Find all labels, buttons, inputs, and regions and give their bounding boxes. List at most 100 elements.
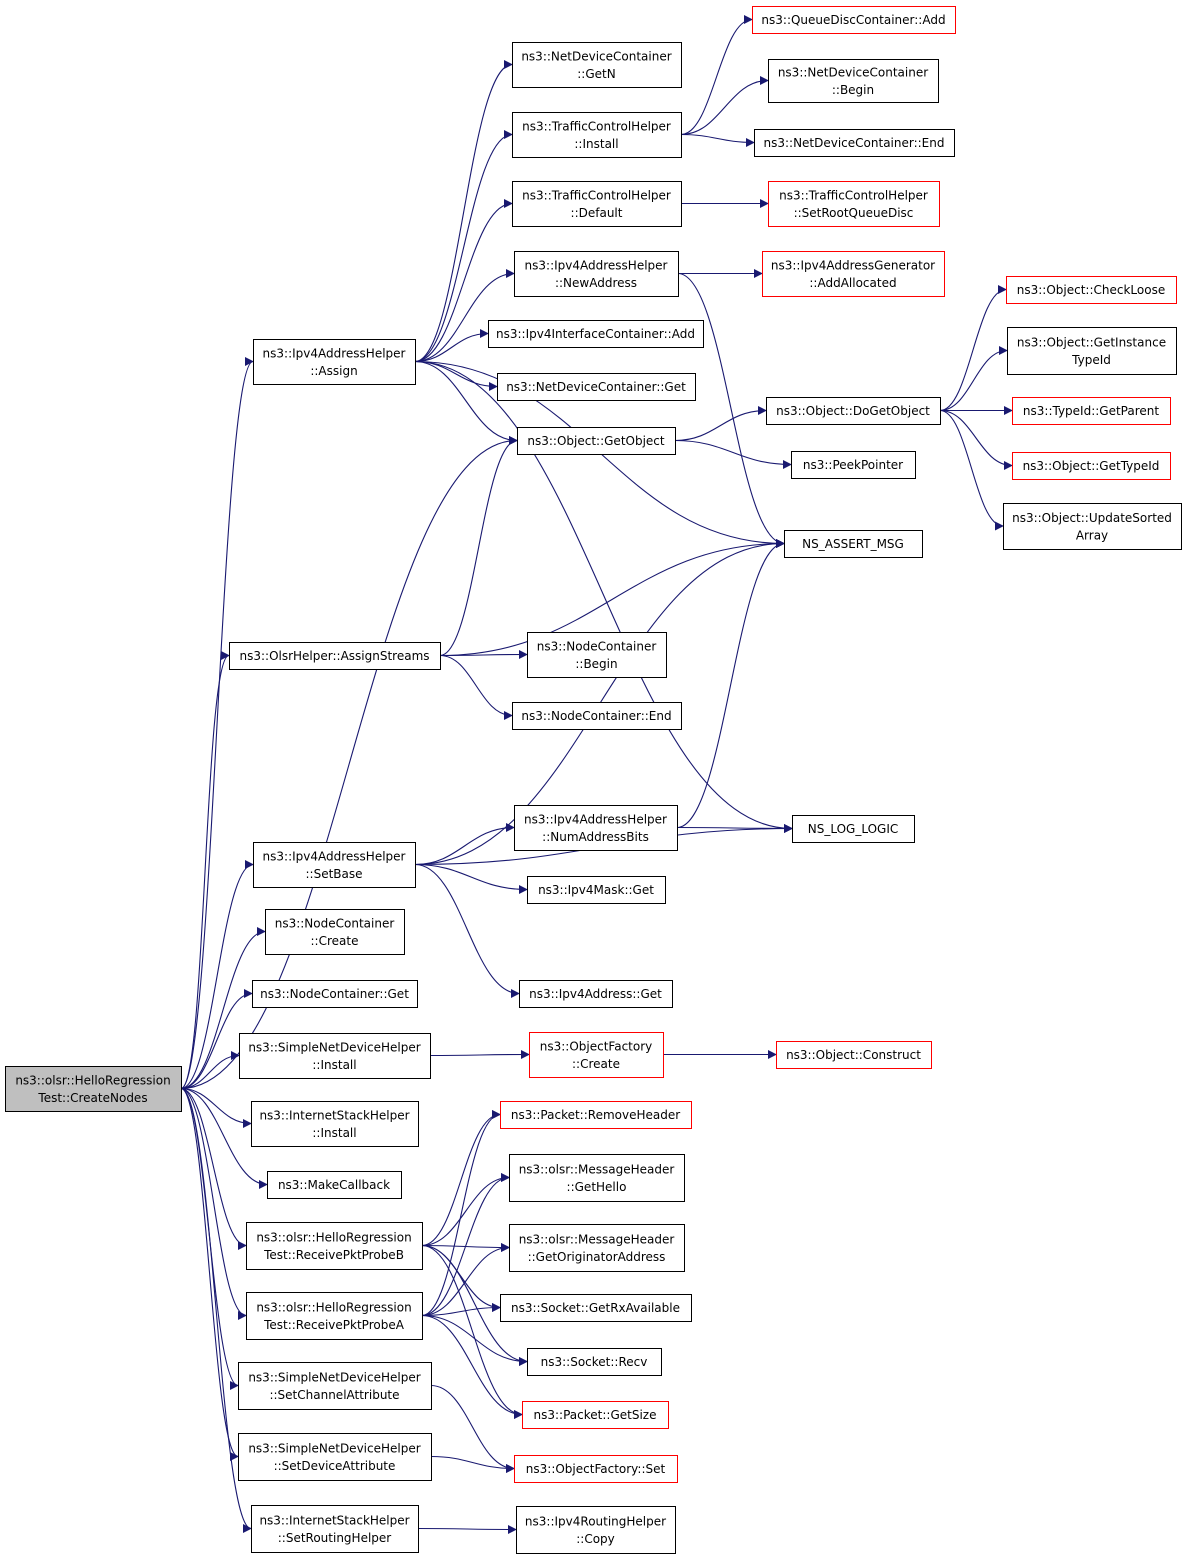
call-edge-ipv4NewAddress-to-nsAssertMsg (677, 272, 785, 548)
call-edge-root-to-inetStackInstall (180, 1087, 252, 1128)
node-box (251, 1505, 419, 1553)
function-node-msgHdrGetHello[interactable]: ns3::olsr::MessageHeader::GetHello (509, 1154, 685, 1202)
function-node-objConstruct[interactable]: ns3::Object::Construct (776, 1041, 932, 1069)
function-node-objFactorySet[interactable]: ns3::ObjectFactory::Set (514, 1455, 678, 1483)
function-node-nodeContCreate[interactable]: ns3::NodeContainer::Create (265, 909, 405, 955)
node-box (514, 251, 679, 297)
call-edge-ipv4SetBase-to-ipv4MaskGet (414, 863, 528, 894)
function-node-inetSetRouting[interactable]: ns3::InternetStackHelper::SetRoutingHelp… (251, 1505, 419, 1553)
node-label: ns3::TrafficControlHelper (522, 119, 671, 133)
node-label: ns3::Ipv4AddressHelper (525, 258, 668, 272)
function-node-recvProbeB[interactable]: ns3::olsr::HelloRegressionTest::ReceiveP… (246, 1222, 423, 1270)
function-node-netDevGet[interactable]: ns3::NetDeviceContainer::Get (497, 373, 696, 401)
function-node-simpleNetInstall[interactable]: ns3::SimpleNetDeviceHelper::Install (239, 1033, 431, 1079)
node-label: ns3::Ipv4AddressHelper (524, 812, 667, 826)
function-node-netDevGetN[interactable]: ns3::NetDeviceContainer::GetN (512, 42, 682, 88)
function-node-objDoGetObject[interactable]: ns3::Object::DoGetObject (766, 397, 941, 425)
node-label: ::Assign (310, 364, 357, 378)
node-box (522, 1401, 669, 1429)
node-label: ns3::Object::GetObject (527, 434, 665, 448)
function-node-netDevEnd[interactable]: ns3::NetDeviceContainer::End (754, 129, 955, 157)
function-node-simpleSetDeviceAttr[interactable]: ns3::SimpleNetDeviceHelper::SetDeviceAtt… (238, 1433, 432, 1481)
call-edge-simpleSetChannelAttr-to-objFactorySet (430, 1384, 515, 1473)
function-node-ipv4RoutingCopy[interactable]: ns3::Ipv4RoutingHelper::Copy (516, 1506, 676, 1554)
node-box (514, 1455, 678, 1483)
function-node-inetStackInstall[interactable]: ns3::InternetStackHelper::Install (251, 1101, 419, 1147)
node-box (500, 1294, 692, 1322)
node-label: ns3::Object::Construct (786, 1048, 921, 1062)
node-label: ns3::olsr::MessageHeader (519, 1162, 675, 1176)
function-node-ipv4AddrGet[interactable]: ns3::Ipv4Address::Get (519, 980, 673, 1008)
node-label: ns3::InternetStackHelper (259, 1108, 409, 1122)
function-node-nodeContBegin[interactable]: ns3::NodeContainer::Begin (527, 632, 667, 678)
node-label: ns3::SimpleNetDeviceHelper (248, 1370, 420, 1384)
function-node-makeCallback[interactable]: ns3::MakeCallback (267, 1171, 402, 1199)
call-edge-simpleNetInstall-to-objFactoryCreate (429, 1050, 530, 1060)
function-node-tcInstall[interactable]: ns3::TrafficControlHelper::Install (512, 112, 682, 158)
node-label: ns3::Ipv4AddressGenerator (771, 258, 935, 272)
node-box (529, 1032, 664, 1078)
function-node-pktRemoveHeader[interactable]: ns3::Packet::RemoveHeader (500, 1101, 692, 1129)
function-node-objGetObject[interactable]: ns3::Object::GetObject (517, 427, 676, 455)
node-box (267, 1171, 402, 1199)
function-node-objCheckLoose[interactable]: ns3::Object::CheckLoose (1006, 276, 1177, 304)
node-label: ns3::Socket::GetRxAvailable (511, 1301, 680, 1315)
function-node-typeIdGetParent[interactable]: ns3::TypeId::GetParent (1012, 397, 1171, 425)
function-node-recvProbeA[interactable]: ns3::olsr::HelloRegressionTest::ReceiveP… (246, 1292, 423, 1340)
function-node-objGetTypeId[interactable]: ns3::Object::GetTypeId (1012, 452, 1171, 480)
call-edge-ipv4SetBase-to-ipv4NumAddrBits (414, 823, 515, 866)
node-label: ::SetRoutingHelper (278, 1531, 392, 1545)
function-node-ipv4IfAdd[interactable]: ns3::Ipv4InterfaceContainer::Add (488, 320, 704, 348)
function-node-ipv4NumAddrBits[interactable]: ns3::Ipv4AddressHelper::NumAddressBits (514, 805, 678, 851)
node-box (527, 632, 667, 678)
function-node-ipv4SetBase[interactable]: ns3::Ipv4AddressHelper::SetBase (253, 842, 416, 888)
function-node-msgHdrGetOrig[interactable]: ns3::olsr::MessageHeader::GetOriginatorA… (509, 1224, 685, 1272)
node-label: ns3::Object::CheckLoose (1017, 283, 1165, 297)
function-node-ipv4AssignA[interactable]: ns3::Ipv4AddressHelper::Assign (253, 339, 416, 385)
function-node-tcSetRootQdisc[interactable]: ns3::TrafficControlHelper::SetRootQueueD… (768, 181, 940, 227)
call-edge-ipv4SetBase-to-ipv4AddrGet (414, 863, 520, 998)
node-label: Array (1076, 528, 1108, 542)
function-node-ipv4NewAddress[interactable]: ns3::Ipv4AddressHelper::NewAddress (514, 251, 679, 297)
function-node-simpleSetChannelAttr[interactable]: ns3::SimpleNetDeviceHelper::SetChannelAt… (238, 1362, 432, 1410)
function-node-nsAssertMsg[interactable]: NS_ASSERT_MSG (784, 530, 923, 558)
function-node-nodeContGet[interactable]: ns3::NodeContainer::Get (252, 980, 418, 1008)
function-node-sockGetRx[interactable]: ns3::Socket::GetRxAvailable (500, 1294, 692, 1322)
function-node-nsLogLogic[interactable]: NS_LOG_LOGIC (792, 815, 915, 843)
function-node-pktGetSize[interactable]: ns3::Packet::GetSize (522, 1401, 669, 1429)
function-node-objFactoryCreate[interactable]: ns3::ObjectFactory::Create (529, 1032, 664, 1078)
node-box (1012, 397, 1171, 425)
node-box (5, 1066, 182, 1112)
call-edge-tcInstall-to-qdiscAdd (680, 15, 753, 136)
node-label: ::Default (571, 206, 623, 220)
node-label: ns3::Object::GetTypeId (1023, 459, 1160, 473)
function-node-root[interactable]: ns3::olsr::HelloRegressionTest::CreateNo… (5, 1066, 182, 1112)
function-node-qdiscAdd[interactable]: ns3::QueueDiscContainer::Add (752, 6, 956, 34)
function-node-nodeContEnd[interactable]: ns3::NodeContainer::End (512, 702, 682, 730)
function-node-sockRecv[interactable]: ns3::Socket::Recv (527, 1348, 662, 1376)
call-edge-ipv4AssignA-to-ipv4IfAdd (414, 329, 489, 363)
node-label: ns3::NetDeviceContainer::End (763, 136, 944, 150)
call-edge-recvProbeA-to-sockRecv (421, 1314, 528, 1366)
call-edge-recvProbeA-to-msgHdrGetHello (421, 1173, 510, 1317)
node-label: ::Begin (575, 657, 617, 671)
node-label: ns3::Ipv4Address::Get (529, 987, 662, 1001)
function-node-olsrAssignStreams[interactable]: ns3::OlsrHelper::AssignStreams (229, 642, 441, 670)
node-label: ns3::ObjectFactory::Set (526, 1462, 666, 1476)
node-label: ::Install (312, 1126, 356, 1140)
function-node-ipv4MaskGet[interactable]: ns3::Ipv4Mask::Get (527, 876, 666, 904)
node-label: ns3::QueueDiscContainer::Add (761, 13, 945, 27)
function-node-netDevBegin[interactable]: ns3::NetDeviceContainer::Begin (768, 59, 939, 103)
node-box (253, 842, 416, 888)
node-label: ::GetHello (567, 1180, 627, 1194)
function-node-peekPointer[interactable]: ns3::PeekPointer (791, 451, 916, 479)
node-label: ::Copy (576, 1532, 615, 1546)
node-label: ns3::olsr::HelloRegression (15, 1073, 170, 1087)
call-edge-objDoGetObject-to-objCheckLoose (939, 285, 1007, 412)
function-node-tcDefault[interactable]: ns3::TrafficControlHelper::Default (512, 181, 682, 227)
function-node-ipv4GenAddAlloc[interactable]: ns3::Ipv4AddressGenerator::AddAllocated (762, 251, 945, 297)
call-edge-root-to-ipv4AssignA (180, 357, 254, 1090)
node-box (509, 1154, 685, 1202)
